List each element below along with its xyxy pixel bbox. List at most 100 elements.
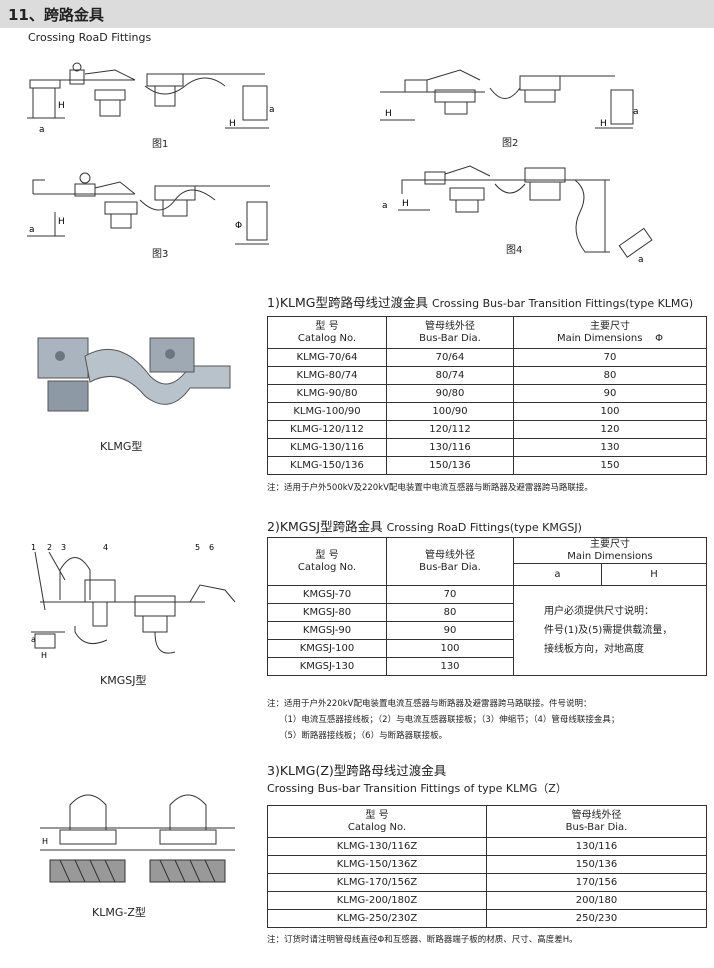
page-subtitle: Crossing RoaD Fittings	[28, 31, 152, 44]
klmg-table-cell: KLMG-80/74	[267, 366, 387, 385]
klmg-z-table-cell: KLMG-170/156Z	[267, 873, 487, 892]
kmgsj-part-4: 4	[103, 543, 108, 552]
figure-1-label: 图1	[152, 139, 169, 150]
kmgsj-table-cell: 130	[386, 657, 514, 676]
klmg-table-cell: KLMG-130/116	[267, 438, 387, 457]
klmg-table-cell: 80	[513, 366, 707, 385]
fig2-dim-a: a	[633, 107, 639, 117]
kmgsj-table-cell: 70	[386, 585, 514, 604]
klmg-product-image	[37, 337, 231, 412]
klmg-table-cell: 150	[513, 456, 707, 475]
klmg-table-cell: 120	[513, 420, 707, 439]
kmgsj-dim-h: H	[41, 651, 47, 660]
kmgsj-table-cell: 90	[386, 621, 514, 640]
kmgsj-note-line-1: 注：适用于户外220kV配电装置电流互感器与断路器及避雷器跨马路联接。件号说明：	[267, 699, 592, 709]
klmg-table-cell: 90	[513, 384, 707, 403]
klmg-z-table-cell: KLMG-150/136Z	[267, 855, 487, 874]
klmg-z-note: 注：订货时请注明管母线直径Φ和互感器、断路器端子板的材质、尺寸、高度差H。	[267, 935, 578, 945]
klmg-note: 注：适用于户外500kV及220kV配电装置中电流互感器与断路器及避雷器跨马路联…	[267, 483, 593, 493]
klmg-table-cell: 130/116	[386, 438, 514, 457]
fig2-dim-h-left: H	[385, 109, 392, 119]
klmg-z-table-cell: 150/136	[486, 855, 707, 874]
kmgsj-table-cell: KMGSJ-100	[267, 639, 387, 658]
klmg-z-table-cell: KLMG-250/230Z	[267, 909, 487, 928]
klmg-z-product-drawing: H	[40, 794, 235, 883]
figure-2-drawing: H H a	[380, 69, 639, 129]
klmg-table-cell: KLMG-120/112	[267, 420, 387, 439]
kmgsj-note-line-3: （5）断路器接线板；（6）与断路器联接板。	[279, 731, 448, 741]
figure-3-label: 图3	[152, 249, 169, 260]
kmgsj-dimension-note-line: 件号(1)及(5)需提供载流量，	[544, 625, 673, 636]
kmgsj-table-cell: KMGSJ-70	[267, 585, 387, 604]
fig4-dim-a: a	[382, 201, 388, 211]
klmg-z-table-cell: 170/156	[486, 873, 707, 892]
kmgsj-product-label: KMGSJ型	[100, 674, 147, 687]
klmg-table-cell: 100	[513, 402, 707, 421]
fig1-dim-a: a	[39, 125, 45, 135]
klmg-table-cell: KLMG-150/136	[267, 456, 387, 475]
kmgsj-product-drawing: 1 2 3 4 5 6 a H	[31, 543, 236, 660]
klmg-table-cell: 70/64	[386, 348, 514, 367]
klmg-table-cell: 120/112	[386, 420, 514, 439]
klmg-table-cell: 130	[513, 438, 707, 457]
kmgsj-table-cell: 100	[386, 639, 514, 658]
fig1-dim-a-right: a	[269, 105, 275, 115]
klmg-table-cell: KLMG-90/80	[267, 384, 387, 403]
figure-3-drawing: a H Φ	[27, 172, 270, 245]
klmg-table-cell: KLMG-70/64	[267, 348, 387, 367]
kmgsj-table-cell: KMGSJ-90	[267, 621, 387, 640]
klmg-z-table-cell: 130/116	[486, 837, 707, 856]
kmgsj-part-2: 2	[47, 543, 52, 552]
fig3-dim-phi: Φ	[235, 221, 242, 231]
klmg-z-table-cell: 250/230	[486, 909, 707, 928]
kmgsj-part-5: 5	[195, 543, 200, 552]
klmg-z-table-cell: KLMG-200/180Z	[267, 891, 487, 910]
kmgsj-col-h: H	[600, 563, 708, 586]
kmgsj-table-cell: 80	[386, 603, 514, 622]
kmgsj-dimension-note-line: 用户必须提供尺寸说明：	[544, 606, 654, 617]
klmg-table-cell: 80/74	[386, 366, 514, 385]
page-header: 11、跨路金具	[0, 0, 714, 28]
kmgsj-part-6: 6	[209, 543, 214, 552]
klmg-table-cell: 90/80	[386, 384, 514, 403]
klmg-table-cell: 100/90	[386, 402, 514, 421]
section-1-title-en: Crossing Bus-bar Transition Fittings(typ…	[431, 297, 694, 310]
fig1-dim-h-right: H	[229, 119, 236, 129]
section-3-title-en: Crossing Bus-bar Transition Fittings of …	[267, 782, 567, 795]
fig1-dim-h-left: H	[58, 101, 65, 111]
kmgsj-dim-a: a	[31, 635, 36, 644]
fig3-dim-h: H	[58, 217, 65, 227]
klmg-z-table-cell: 200/180	[486, 891, 707, 910]
fig4-dim-h: H	[402, 199, 409, 209]
klmg-table-cell: KLMG-100/90	[267, 402, 387, 421]
klmg-z-table-cell: KLMG-130/116Z	[267, 837, 487, 856]
section-3-title: 3)KLMG(Z)型跨路母线过渡金具	[267, 763, 447, 778]
klmg-table-cell: 150/136	[386, 456, 514, 475]
kmgsj-table-cell: KMGSJ-130	[267, 657, 387, 676]
kmgsj-dimension-note-line: 接线板方向，对地高度	[544, 644, 644, 655]
page-title: 11、跨路金具	[8, 6, 104, 24]
figure-4-label: 图4	[506, 245, 523, 256]
section-2-title-cn: 2)KMGSJ型跨路金具	[267, 519, 383, 534]
figure-4-drawing: H a a	[382, 165, 653, 262]
